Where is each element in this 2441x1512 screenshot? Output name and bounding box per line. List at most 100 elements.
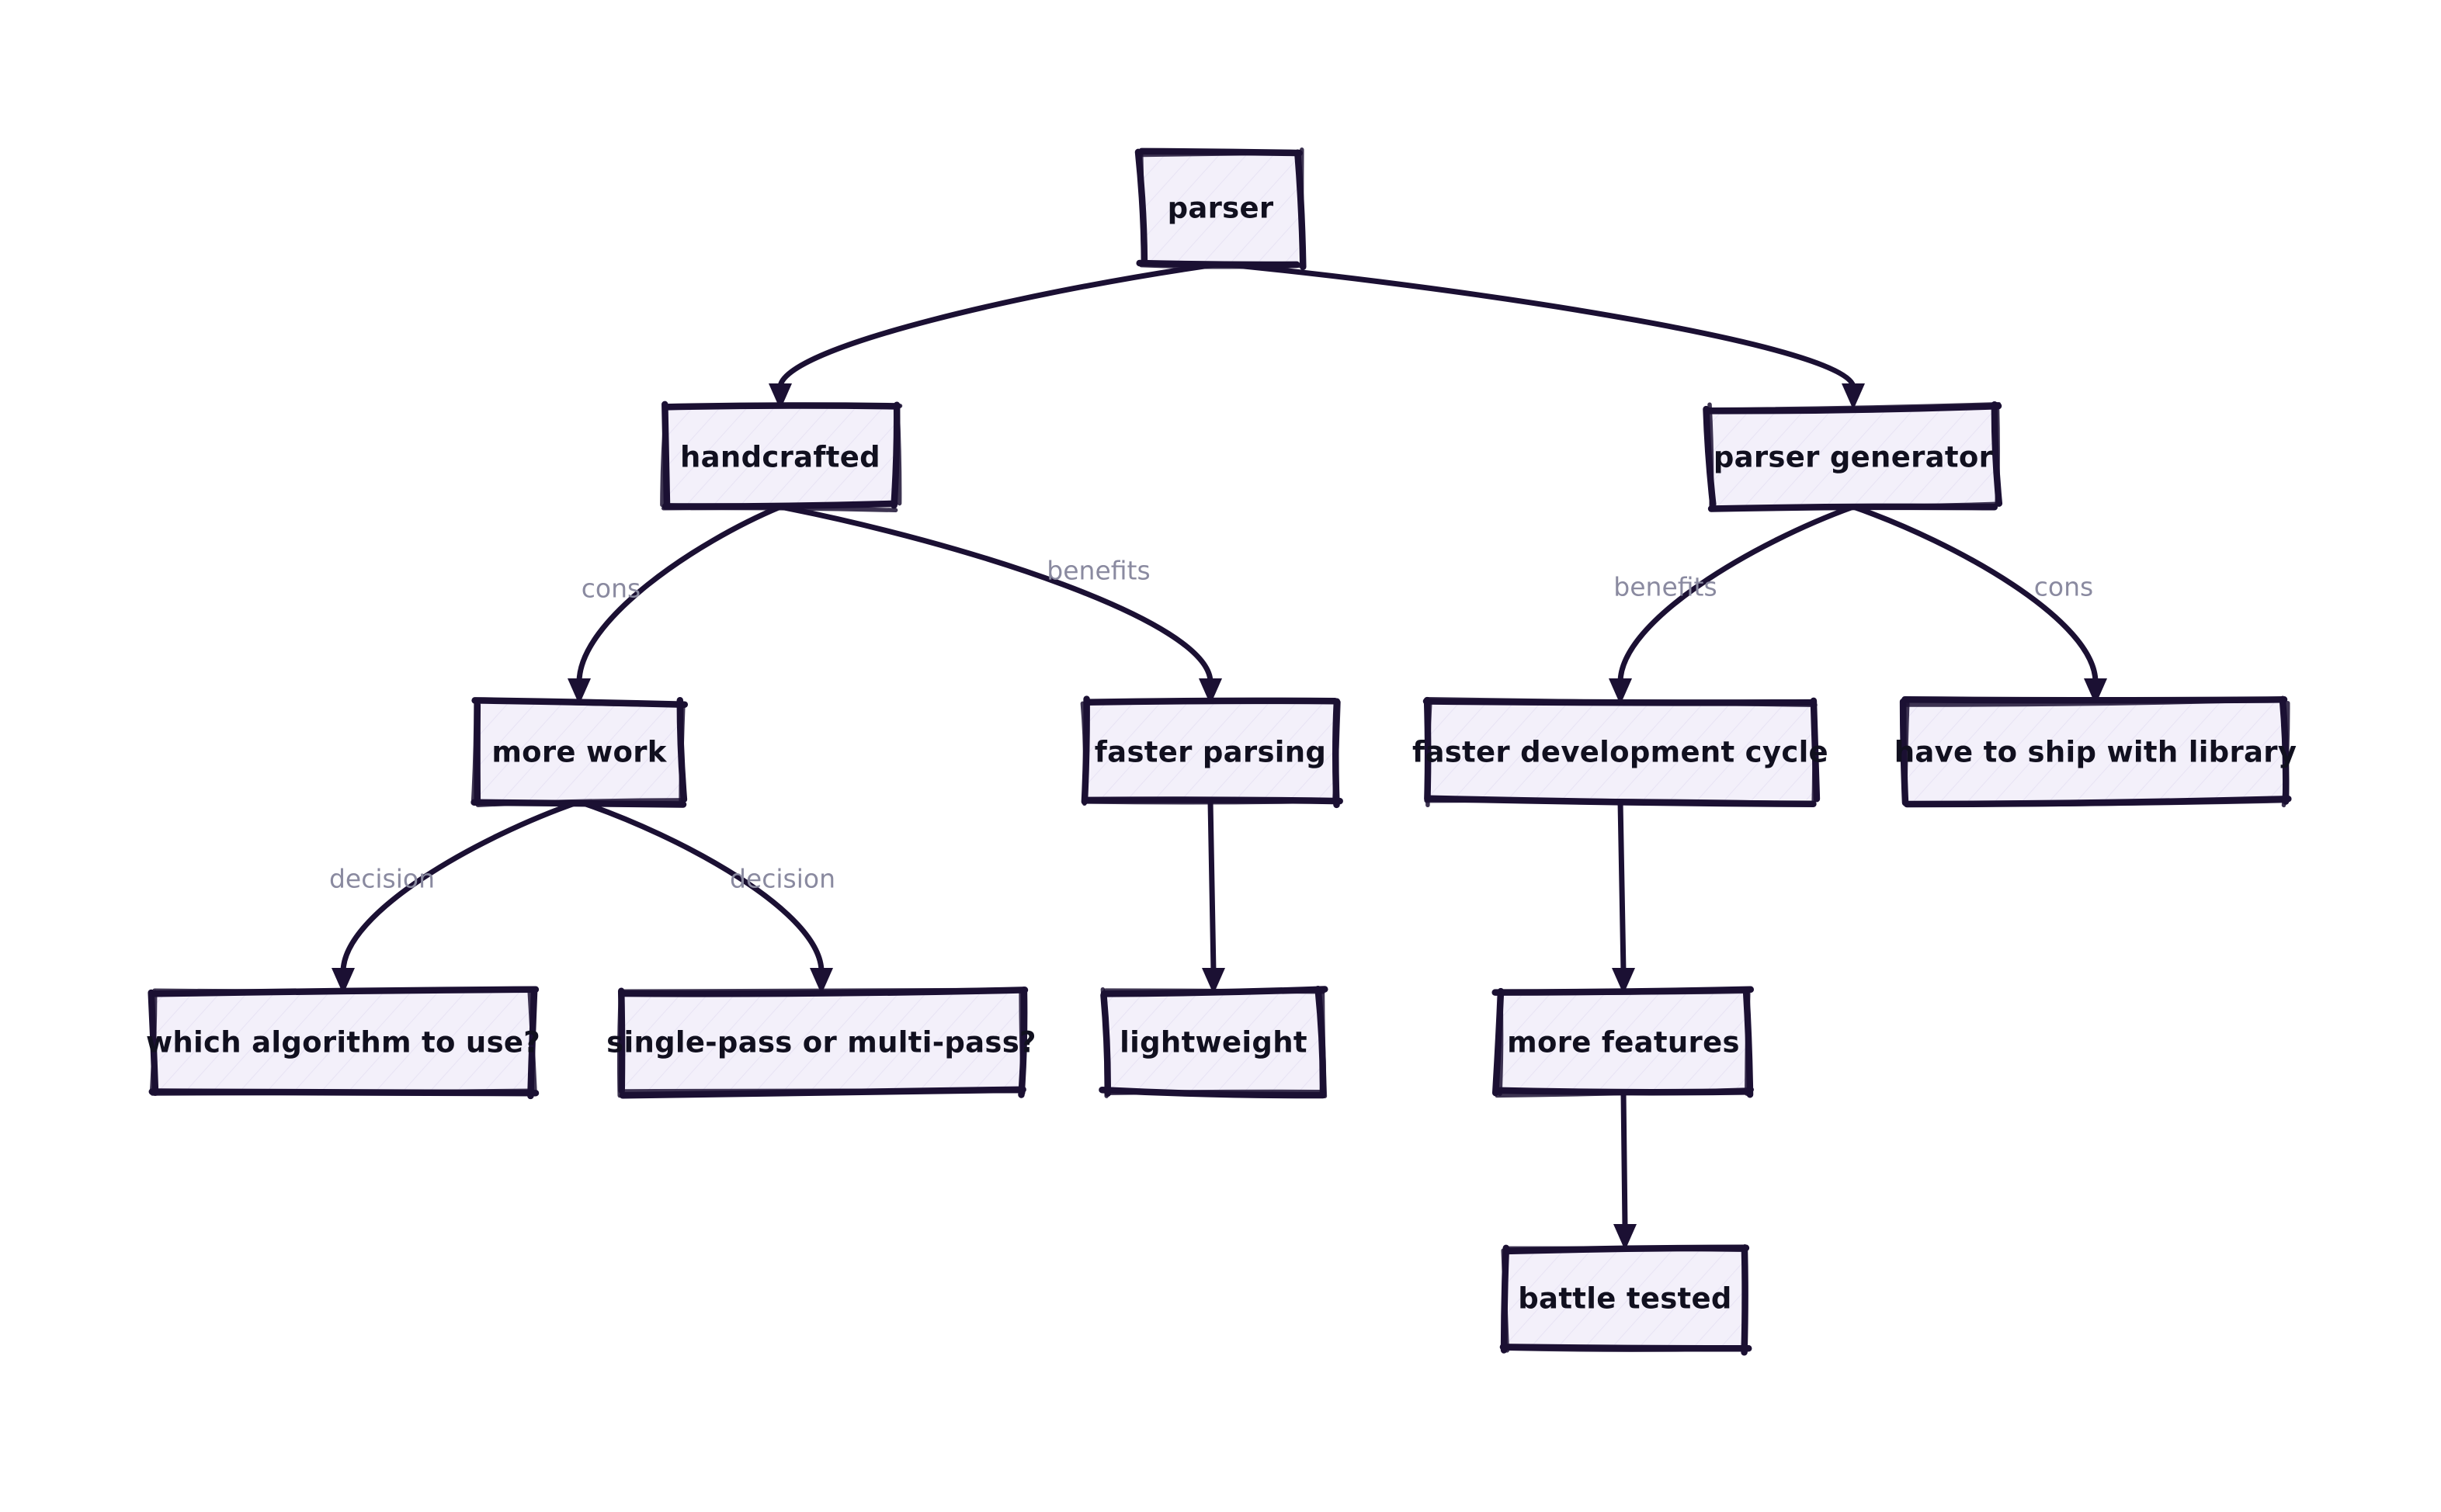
node-border-stroke <box>470 699 478 803</box>
node-hatch-texture <box>1104 990 1324 1094</box>
node-hatch-texture <box>1709 406 1998 509</box>
node-border-stroke <box>150 1088 534 1096</box>
node-border-stroke <box>1741 1244 1748 1349</box>
node-single_multi[interactable]: single-pass or multi-pass? <box>606 987 1036 1099</box>
node-hatch-texture <box>1425 701 1814 803</box>
node-border-stroke <box>2281 701 2290 808</box>
edge-more_work-to-which_algorithm <box>332 799 582 994</box>
node-border-stroke <box>1905 798 2287 807</box>
node-label: have to ship with library <box>1894 736 2297 769</box>
edge-faster_dev_cycle-to-more_features <box>1612 799 1635 994</box>
node-label: more features <box>1507 1026 1740 1059</box>
node-border-stroke <box>664 403 903 409</box>
node-border-stroke <box>1425 696 1818 708</box>
node-label: handcrafted <box>680 441 880 474</box>
node-label: parser <box>1168 192 1274 225</box>
node-border-stroke <box>660 407 668 508</box>
node-border-stroke <box>1080 701 1088 806</box>
node-more_work[interactable]: more work <box>470 696 689 808</box>
node-border-stroke <box>1995 402 2000 507</box>
edge-line <box>1217 261 1856 390</box>
node-border-stroke <box>1501 1248 1509 1353</box>
arrow-head-icon <box>1202 968 1225 994</box>
node-border-stroke <box>152 987 537 994</box>
arrow-head-icon <box>332 968 355 994</box>
edge-label: decision <box>329 864 435 894</box>
node-faster_parsing[interactable]: faster parsing <box>1080 695 1343 809</box>
node-lightweight[interactable]: lightweight <box>1099 985 1328 1099</box>
edge-line <box>1850 504 2099 685</box>
node-parser[interactable]: parser <box>1134 147 1307 271</box>
edges-layer <box>332 261 2107 1250</box>
edge-handcrafted-to-faster_parsing <box>777 504 1222 705</box>
node-border-stroke <box>622 987 1023 994</box>
node-border-stroke <box>1106 1089 1322 1096</box>
node-faster_dev_cycle[interactable]: faster development cycle <box>1412 696 1828 808</box>
node-hatch-texture <box>1502 1247 1748 1351</box>
node-hatch-texture <box>1141 151 1300 266</box>
edge-label: benefits <box>1047 556 1150 586</box>
node-hatch-texture <box>664 406 898 508</box>
edge-parser-to-parser_generator <box>1217 261 1865 410</box>
edge-line <box>1617 799 1627 975</box>
node-border-stroke <box>1139 150 1301 158</box>
node-border-stroke <box>1707 402 1714 509</box>
edge-label: benefits <box>1613 572 1717 602</box>
node-border-stroke <box>149 990 158 1094</box>
edge-line <box>777 261 1224 390</box>
node-border-stroke <box>1139 262 1304 269</box>
edge-line <box>576 504 783 685</box>
node-more_features[interactable]: more features <box>1491 986 1755 1098</box>
arrow-head-icon <box>810 968 833 994</box>
edge-line <box>1620 1090 1628 1231</box>
node-label: parser generator <box>1714 441 1994 474</box>
node-border-stroke <box>1905 697 2285 707</box>
arrow-head-icon <box>1842 383 1865 410</box>
node-label: lightweight <box>1120 1026 1307 1059</box>
node-ship_with_lib[interactable]: have to ship with library <box>1894 695 2297 808</box>
node-border-stroke <box>1085 699 1338 705</box>
node-label: which algorithm to use? <box>146 1026 540 1059</box>
node-label: faster parsing <box>1095 736 1326 769</box>
edge-handcrafted-to-more_work <box>568 504 783 705</box>
node-label: battle tested <box>1518 1282 1731 1316</box>
node-battle_tested[interactable]: battle tested <box>1499 1244 1752 1356</box>
arrow-head-icon <box>1613 1224 1637 1250</box>
node-label: single-pass or multi-pass? <box>606 1026 1036 1059</box>
node-border-stroke <box>1138 150 1146 264</box>
arrow-head-icon <box>2084 678 2107 705</box>
node-hatch-texture <box>152 990 535 1095</box>
node-border-stroke <box>1495 989 1749 995</box>
node-parser_generator[interactable]: parser generator <box>1703 401 2003 512</box>
node-border-stroke <box>475 697 687 707</box>
node-hatch-texture <box>1082 701 1336 803</box>
edge-parser_generator-to-ship_with_lib <box>1850 504 2107 705</box>
node-label: faster development cycle <box>1412 736 1828 769</box>
edge-line <box>1617 504 1856 685</box>
edge-label: cons <box>2034 572 2093 602</box>
arrow-head-icon <box>1612 968 1635 994</box>
edge-line <box>777 504 1214 685</box>
arrow-head-icon <box>1609 678 1632 705</box>
arrow-head-icon <box>568 678 591 705</box>
node-hatch-texture <box>473 701 685 803</box>
node-border-stroke <box>895 405 902 506</box>
edge-line <box>576 799 825 975</box>
edge-more_work-to-single_multi <box>576 799 833 994</box>
edge-line <box>340 799 582 975</box>
node-border-stroke <box>1332 699 1341 805</box>
edge-parser-to-handcrafted <box>769 261 1224 410</box>
node-border-stroke <box>1495 1087 1755 1098</box>
node-border-stroke <box>1424 798 1817 806</box>
node-handcrafted[interactable]: handcrafted <box>660 401 903 513</box>
node-border-stroke <box>679 701 686 803</box>
arrow-head-icon <box>769 383 792 410</box>
node-which_algorithm[interactable]: which algorithm to use? <box>146 986 540 1100</box>
node-border-stroke <box>475 798 687 807</box>
edge-line <box>1207 799 1217 975</box>
edge-more_features-to-battle_tested <box>1613 1090 1637 1250</box>
node-border-stroke <box>1505 1246 1748 1253</box>
node-border-stroke <box>1707 401 2002 412</box>
node-hatch-texture <box>1905 700 2286 802</box>
